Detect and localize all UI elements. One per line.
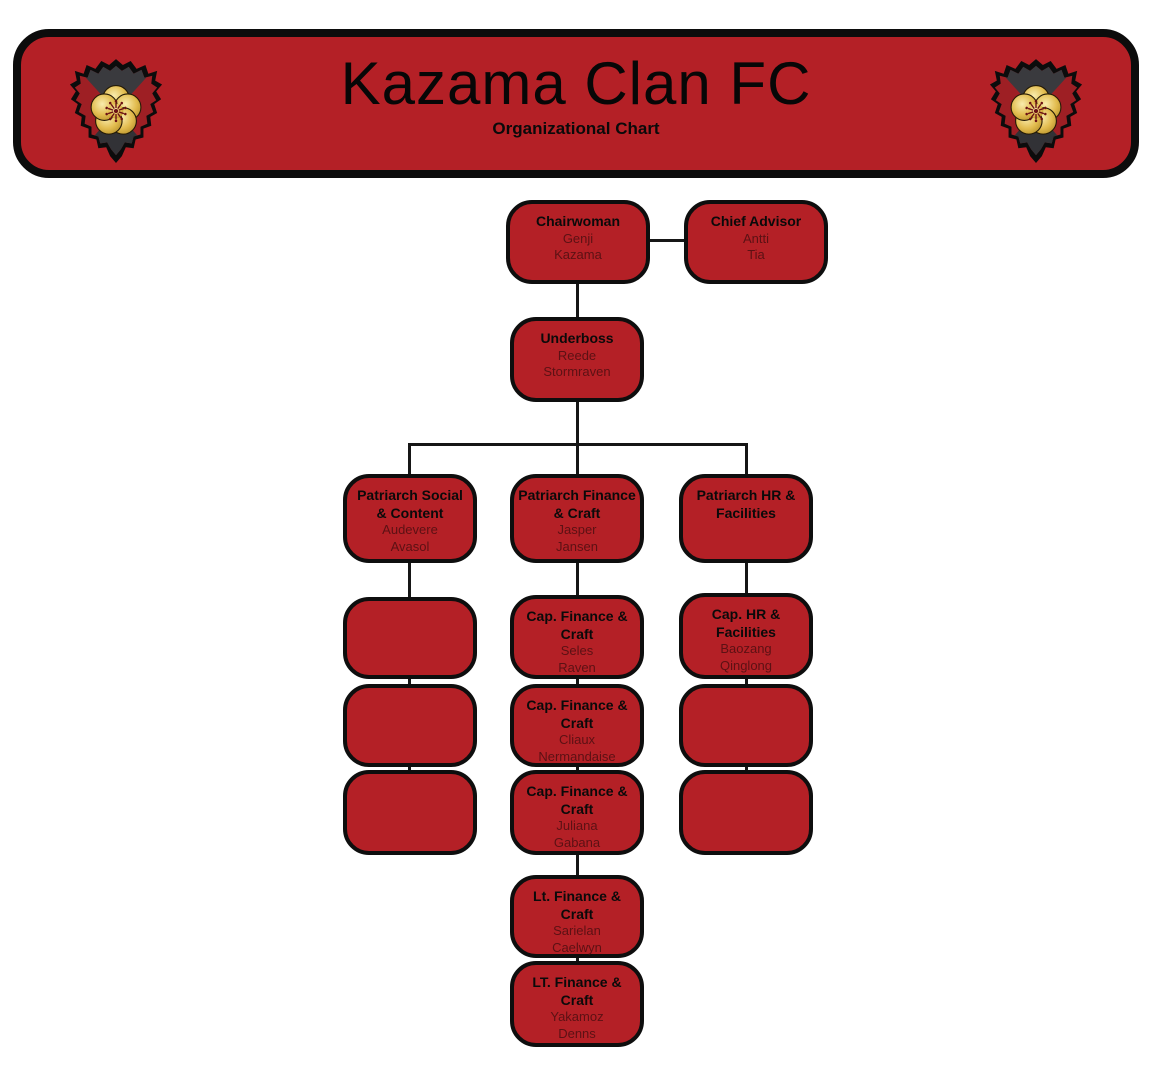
connector-line bbox=[745, 676, 748, 688]
node-first-name: Seles bbox=[560, 643, 594, 658]
node-last-name: Caelwyn bbox=[552, 939, 602, 955]
connector-line bbox=[576, 955, 579, 965]
org-node-hr-captain-2-vacant bbox=[679, 684, 813, 767]
org-node-finance-lieutenant-1: Lt. Finance & Craft Sarielan Caelwyn bbox=[510, 875, 644, 958]
node-last-name: Kazama bbox=[554, 247, 602, 263]
org-node-finance-captain-2: Cap. Finance & Craft Cliaux Nermandaise bbox=[510, 684, 644, 767]
node-title: Chairwoman bbox=[535, 213, 620, 229]
node-title: Lt. Finance & Craft bbox=[533, 888, 621, 922]
node-last-name: Raven bbox=[558, 659, 596, 675]
node-last-name: Tia bbox=[747, 247, 765, 263]
node-last-name: Qinglong bbox=[719, 657, 773, 673]
org-node-finance-captain-1: Cap. Finance & Craft Seles Raven bbox=[510, 595, 644, 679]
connector-chairwoman-advisor bbox=[647, 239, 685, 242]
org-node-patriarch-finance: Patriarch Finance & Craft Jasper Jansen bbox=[510, 474, 644, 563]
node-title: Patriarch HR & Facilities bbox=[696, 487, 796, 521]
connector-line bbox=[408, 676, 411, 688]
node-title: LT. Finance & Craft bbox=[532, 974, 622, 1008]
node-title: Cap. Finance & Craft bbox=[526, 697, 628, 731]
node-last-name: Nermandaise bbox=[538, 748, 616, 764]
node-title: Cap. Finance & Craft bbox=[526, 608, 628, 642]
connector-line bbox=[745, 763, 748, 775]
org-node-chairwoman: Chairwoman Genji Kazama bbox=[506, 200, 650, 284]
node-last-name: Gabana bbox=[553, 834, 601, 850]
org-node-finance-captain-3: Cap. Finance & Craft Juliana Gabana bbox=[510, 770, 644, 855]
node-first-name: Sarielan bbox=[553, 923, 601, 938]
connector-to-patriarch-hr bbox=[745, 443, 748, 476]
org-node-social-captain-2-vacant bbox=[343, 684, 477, 767]
node-title: Patriarch Finance & Craft bbox=[518, 487, 636, 521]
page-title: Kazama Clan FC bbox=[340, 50, 812, 117]
node-first-name: Juliana bbox=[556, 818, 598, 833]
connector-line bbox=[576, 676, 579, 688]
node-last-name: Stormraven bbox=[543, 364, 611, 380]
node-first-name: Genji bbox=[562, 230, 594, 246]
node-first-name: Cliaux bbox=[558, 732, 596, 747]
node-last-name: Avasol bbox=[390, 538, 430, 554]
org-node-hr-captain-3-vacant bbox=[679, 770, 813, 855]
org-node-underboss: Underboss Reede Stormraven bbox=[510, 317, 644, 402]
connector-finance-captains bbox=[576, 560, 579, 598]
org-node-finance-lieutenant-2: LT. Finance & Craft Yakamoz Denns bbox=[510, 961, 644, 1047]
connector-to-patriarch-social bbox=[408, 443, 411, 476]
org-node-hr-captain-1: Cap. HR & Facilities Baozang Qinglong bbox=[679, 593, 813, 679]
node-first-name: Audevere bbox=[382, 522, 438, 537]
connector-to-patriarch-finance bbox=[576, 443, 579, 476]
node-last-name: Jansen bbox=[556, 538, 598, 554]
connector-underboss-down bbox=[576, 399, 579, 446]
kazama-crest-icon bbox=[67, 57, 165, 167]
node-title: Underboss bbox=[540, 330, 614, 346]
kazama-crest-icon bbox=[987, 57, 1085, 167]
connector-line bbox=[576, 763, 579, 775]
node-title: Cap. HR & Facilities bbox=[711, 606, 781, 640]
node-first-name: Reede bbox=[557, 347, 597, 363]
connector-hr-captains bbox=[745, 560, 748, 595]
connector-chairwoman-underboss bbox=[576, 282, 579, 318]
connector-social-captains bbox=[408, 560, 411, 598]
org-node-chief-advisor: Chief Advisor Antti Tia bbox=[684, 200, 828, 284]
node-first-name: Baozang bbox=[720, 641, 772, 656]
connector-captain-lieutenant bbox=[576, 852, 579, 877]
org-node-patriarch-social: Patriarch Social & Content Audevere Avas… bbox=[343, 474, 477, 563]
node-first-name: Jasper bbox=[557, 522, 597, 537]
connector-line bbox=[408, 763, 411, 775]
org-node-social-captain-1-vacant bbox=[343, 597, 477, 679]
org-node-patriarch-hr: Patriarch HR & Facilities bbox=[679, 474, 813, 563]
node-title: Patriarch Social & Content bbox=[357, 487, 463, 521]
header-banner: Kazama Clan FC Organizational Chart bbox=[13, 29, 1139, 178]
node-last-name: Denns bbox=[558, 1025, 596, 1041]
node-title: Cap. Finance & Craft bbox=[526, 783, 628, 817]
page-subtitle: Organizational Chart bbox=[492, 119, 660, 138]
node-title: Chief Advisor bbox=[710, 213, 802, 229]
org-node-social-captain-3-vacant bbox=[343, 770, 477, 855]
node-first-name: Yakamoz bbox=[550, 1009, 604, 1024]
node-first-name: Antti bbox=[742, 230, 769, 246]
